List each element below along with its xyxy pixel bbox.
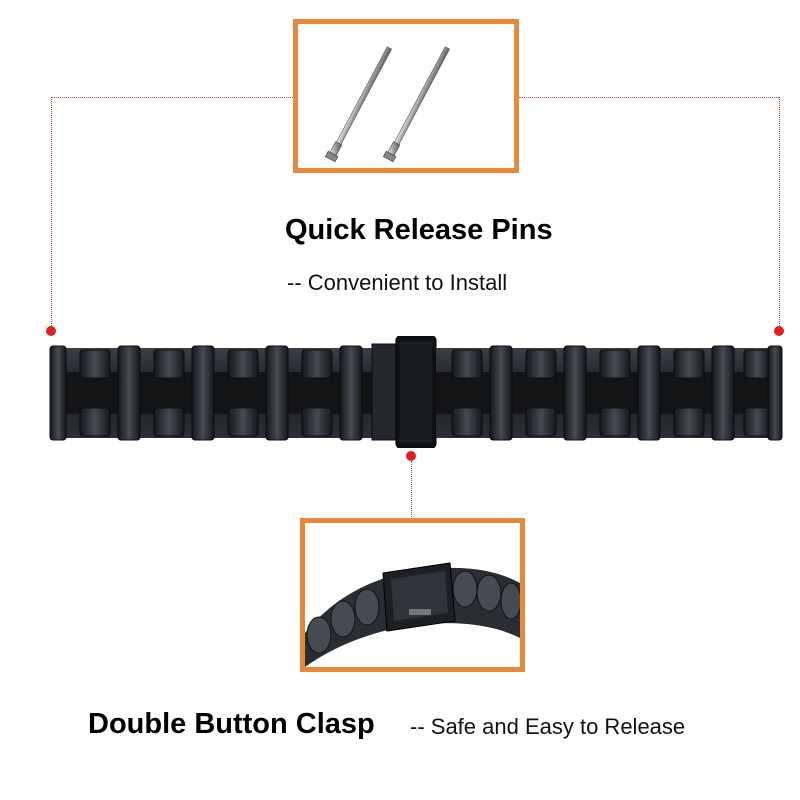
marker-dot-right [774, 326, 784, 336]
connector-drop-right [779, 97, 780, 330]
marker-dot-clasp [406, 451, 416, 461]
clasp-title: Double Button Clasp [88, 708, 375, 740]
pins-image-frame [293, 19, 519, 173]
clasp-image-frame [300, 518, 525, 672]
connector-drop-clasp [411, 461, 412, 519]
clasp-icon [305, 562, 520, 667]
connector-drop-left [51, 97, 52, 330]
quick-release-pin-icon [324, 46, 450, 163]
pins-title: Quick Release Pins [285, 214, 553, 246]
connector-line-right [519, 97, 779, 98]
pins-subtitle: -- Convenient to Install [287, 270, 508, 295]
watch-band-icon [49, 336, 783, 448]
marker-dot-left [46, 326, 56, 336]
clasp-subtitle: -- Safe and Easy to Release [410, 714, 686, 739]
connector-line-left [51, 97, 293, 98]
